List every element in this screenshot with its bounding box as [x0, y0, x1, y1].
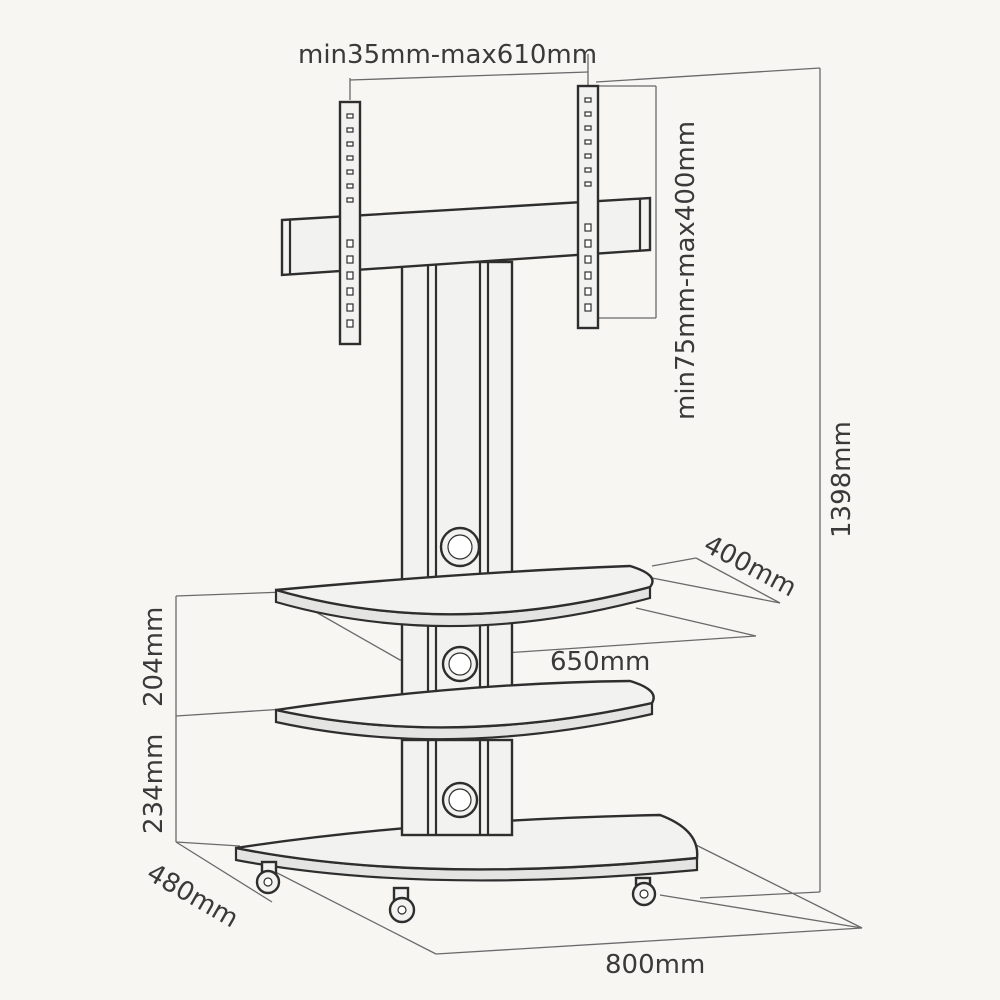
base-shelf: [234, 813, 699, 882]
label-base-depth: 480mm: [142, 858, 244, 934]
label-shelf-width: 650mm: [550, 647, 650, 677]
label-upper-shelf-gap: 204mm: [139, 607, 169, 707]
middle-shelf: [274, 679, 655, 741]
upper-shelf: [274, 564, 654, 628]
label-bracket-height: min75mm-max400mm: [671, 121, 701, 420]
dimension-lines: [175, 54, 863, 955]
castor-wheel-front: [388, 886, 416, 924]
label-bracket-width: min35mm-max610mm: [298, 40, 597, 70]
label-base-width: 800mm: [605, 950, 705, 980]
label-total-height: 1398mm: [827, 421, 857, 538]
column-lower: [400, 738, 514, 837]
mounting-bar: [280, 196, 652, 277]
column-upper: [400, 260, 514, 584]
vesa-bracket-left: [338, 100, 362, 346]
castor-wheel-right: [631, 876, 657, 907]
vesa-bracket-right: [576, 84, 600, 330]
bracket-holes-left: [346, 113, 354, 328]
label-lower-shelf-gap: 234mm: [139, 734, 169, 834]
bracket-holes-right: [584, 97, 592, 312]
label-shelf-depth: 400mm: [699, 530, 802, 604]
castor-wheel-left: [255, 860, 281, 895]
